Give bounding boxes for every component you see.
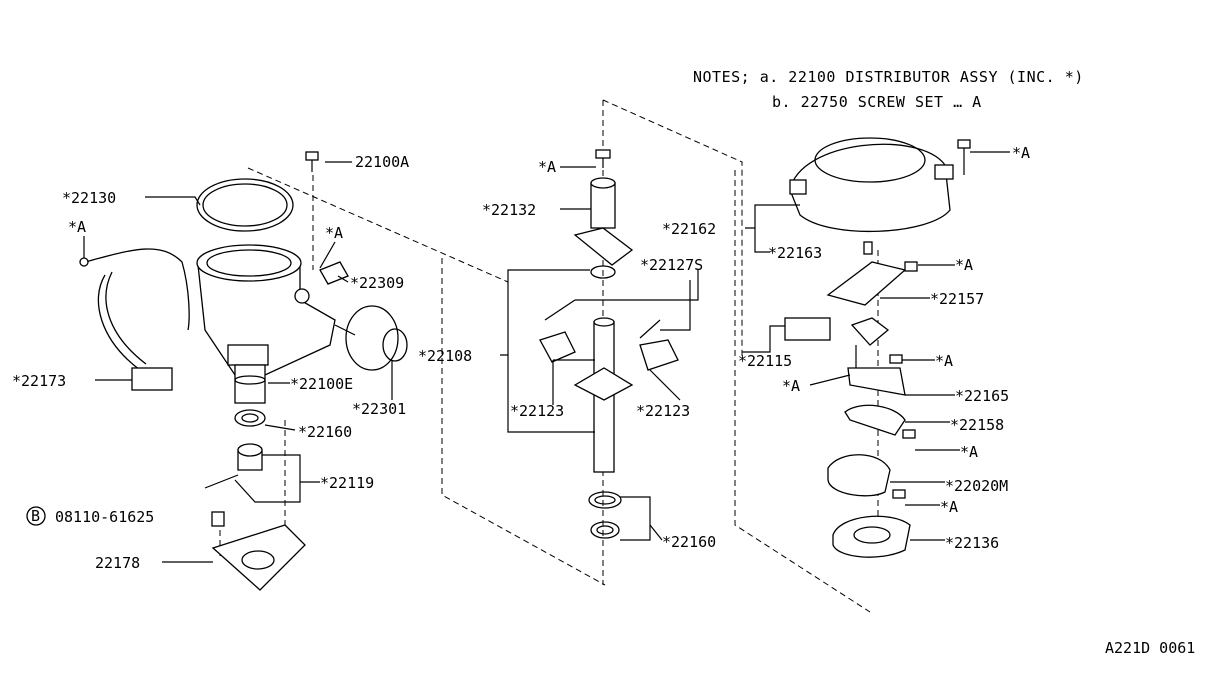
label-22160-mid: *22160 <box>662 533 716 551</box>
spring-22127s-left <box>544 299 576 321</box>
signal-rotor-22115 <box>784 317 831 341</box>
leader-lines <box>83 151 1010 563</box>
o-ring-22130 <box>196 178 294 232</box>
stator-22158 <box>844 404 906 436</box>
label-a-mid: *A <box>325 224 343 242</box>
label-a-top: *A <box>538 158 556 176</box>
label-a-left: *A <box>68 218 86 236</box>
label-22165: *22165 <box>955 387 1009 405</box>
bolt-symbol-circle <box>26 506 46 526</box>
label-22136: *22136 <box>945 534 999 552</box>
label-a-r4: *A <box>940 498 958 516</box>
ignition-module-22020m <box>827 454 891 497</box>
weight-22123-right <box>639 339 679 371</box>
label-22160-left: *22160 <box>298 423 352 441</box>
bracket-22309 <box>319 261 349 285</box>
pickup-assy-22165 <box>847 367 906 396</box>
bolt-symbol: B <box>31 507 40 525</box>
label-22130: *22130 <box>62 189 116 207</box>
label-22100a: 22100A <box>355 153 409 171</box>
washer-22160-left <box>234 409 266 427</box>
label-22123-right: *22123 <box>636 402 690 420</box>
label-22115: *22115 <box>738 352 792 370</box>
label-22162: *22162 <box>662 220 716 238</box>
label-a-r1: *A <box>935 352 953 370</box>
label-22100e: *22100E <box>290 375 353 393</box>
label-22178: 22178 <box>95 554 140 572</box>
label-a-r3: *A <box>960 443 978 461</box>
label-a-r2: *A <box>782 377 800 395</box>
connector-22173 <box>131 367 173 391</box>
rotor-shaft-22132 <box>590 182 616 229</box>
label-22108: *22108 <box>418 347 472 365</box>
distributor-cap-22162 <box>789 143 951 233</box>
label-22301: *22301 <box>352 400 406 418</box>
label-22163: *22163 <box>768 244 822 262</box>
label-22020m: *22020M <box>945 477 1008 495</box>
label-08110-61625: 08110-61625 <box>55 508 154 526</box>
ring-22160-mid-bottom <box>590 521 620 539</box>
label-22309: *22309 <box>350 274 404 292</box>
carbon-22163 <box>863 241 873 255</box>
distributor-housing-group <box>79 151 408 591</box>
breaker-plate-22136 <box>832 515 911 558</box>
notes-line-1: NOTES; a. 22100 DISTRIBUTOR ASSY (INC. *… <box>693 68 1084 86</box>
label-22127s: *22127S <box>640 256 703 274</box>
cap-and-plate-group <box>784 137 971 558</box>
label-22157: *22157 <box>930 290 984 308</box>
spring-22127s-right <box>639 319 661 339</box>
weight-22123-left <box>539 331 576 363</box>
notes-line-2: b. 22750 SCREW SET … A <box>772 93 982 111</box>
part-labels: NOTES; a. 22100 DISTRIBUTOR ASSY (INC. *… <box>12 68 1195 657</box>
label-22132: *22132 <box>482 201 536 219</box>
ring-22160-mid-top <box>588 491 622 509</box>
label-22119: *22119 <box>320 474 374 492</box>
wiring-harness-22173 <box>84 248 190 331</box>
footer-code: A221D 0061 <box>1105 639 1195 657</box>
label-a-cap: *A <box>1012 144 1030 162</box>
label-22158: *22158 <box>950 416 1004 434</box>
label-22173: *22173 <box>12 372 66 390</box>
washer-22108 <box>590 265 616 279</box>
label-22123-left: *22123 <box>510 402 564 420</box>
governor-shaft-group <box>539 149 679 539</box>
label-a-rotor: *A <box>955 256 973 274</box>
plate-22178 <box>211 524 306 591</box>
